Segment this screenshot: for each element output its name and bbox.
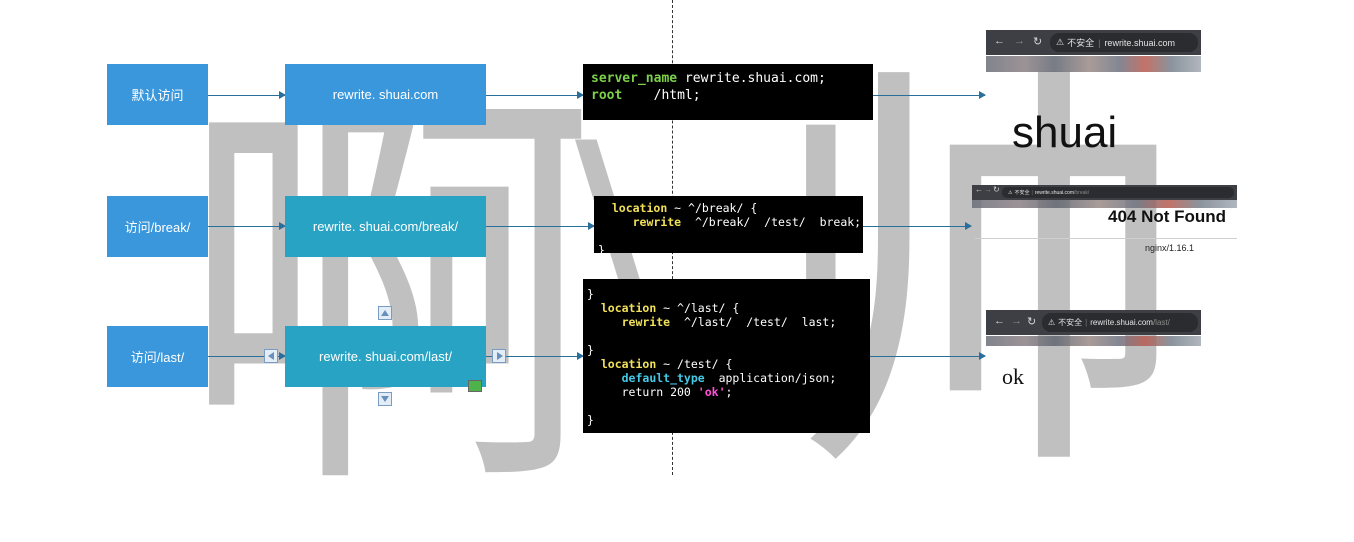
warning-icon: ⚠	[1008, 189, 1013, 196]
row3-bookmarks-blur	[986, 336, 1201, 346]
row2-result-rule	[975, 238, 1237, 239]
warning-icon: ⚠	[1056, 37, 1065, 47]
back-arrow-icon[interactable]: ←	[994, 315, 1005, 327]
row3-result-text: ok	[1002, 364, 1024, 389]
row1-code-val1: rewrite.shuai.com;	[677, 71, 826, 86]
reload-icon[interactable]: ↻	[993, 185, 1000, 194]
url-separator: |	[1098, 37, 1101, 48]
warning-icon: ⚠	[1048, 318, 1056, 327]
row1-arrow-1	[208, 91, 286, 99]
row3-code-close2: }	[587, 413, 594, 427]
forward-arrow-icon[interactable]: →	[1014, 35, 1025, 47]
row3-code-semicolon: ;	[725, 385, 733, 399]
row2-arrow-2	[486, 222, 595, 230]
row1-code-val2: /html;	[622, 88, 701, 103]
row3-code-val3: ~ /test/ {	[656, 357, 733, 371]
row3-code-return: return 200	[621, 385, 698, 399]
row3-label: 访问/last/	[130, 350, 185, 365]
row3-code-kw4: default_type	[621, 371, 705, 385]
row2-label-box[interactable]: 访问/break/	[107, 196, 208, 257]
style-handle[interactable]	[468, 380, 482, 392]
row1-label: 默认访问	[131, 88, 184, 103]
reload-icon[interactable]: ↻	[1033, 36, 1043, 48]
row3-code-open: }	[587, 287, 594, 301]
row2-code-kw1: location	[611, 201, 668, 215]
row1-result-text: shuai	[1012, 108, 1118, 157]
row2-insecure-label: 不安全	[1014, 190, 1030, 196]
row2-result-title: 404 Not Found	[1108, 207, 1227, 226]
row1-domain: rewrite. shuai.com	[332, 87, 439, 102]
row2-label: 访问/break/	[124, 220, 191, 235]
row1-code-kw2: root	[591, 88, 623, 103]
watermark-char-left: 啊	[178, 53, 598, 542]
row1-url-text: rewrite.shuai.com	[1104, 37, 1175, 48]
row1-arrow-3	[873, 91, 986, 99]
row2-code-block: location ~ ^/break/ { rewrite ^/break/ /…	[594, 196, 863, 257]
row3-url-path: /last/	[1152, 318, 1170, 327]
row2-code-close: }	[598, 243, 605, 257]
row2-url-path: /break/	[1074, 189, 1090, 196]
row3-url-bar[interactable]: ⚠ 不安全 | rewrite.shuai.com/last/	[1042, 313, 1198, 332]
resize-handle-left[interactable]	[264, 349, 278, 363]
back-arrow-icon[interactable]: ←	[994, 35, 1005, 47]
row2-bookmarks-blur	[972, 200, 1237, 208]
row3-code-kw2: rewrite	[621, 315, 671, 329]
row1-code-kw1: server_name	[591, 71, 678, 86]
row2-arrow-1	[208, 222, 286, 230]
row2-url-bar[interactable]: ⚠ 不安全 | rewrite.shuai.com/break/	[1002, 187, 1234, 198]
row3-code-close1: }	[587, 343, 594, 357]
row3-label-box[interactable]: 访问/last/	[107, 326, 208, 387]
row2-domain: rewrite. shuai.com/break/	[312, 219, 459, 234]
row3-code-block: } location ~ ^/last/ { rewrite ^/last/ /…	[583, 279, 870, 433]
back-arrow-icon[interactable]: ←	[975, 185, 983, 194]
forward-arrow-icon[interactable]: →	[1011, 315, 1022, 327]
row1-code-block: server_name rewrite.shuai.com; root /htm…	[583, 64, 873, 120]
row1-insecure-label: 不安全	[1067, 38, 1095, 48]
row3-arrow-2	[486, 352, 584, 360]
row1-domain-box[interactable]: rewrite. shuai.com	[285, 64, 486, 125]
row2-result-footer: nginx/1.16.1	[1145, 243, 1195, 253]
row2-url-text: rewrite.shuai.com	[1034, 189, 1074, 196]
row3-browser-bar: ← → ↻ ⚠ 不安全 | rewrite.shuai.com/last/	[986, 310, 1201, 335]
row3-code-kw1: location	[600, 301, 657, 315]
row3-insecure-label: 不安全	[1058, 318, 1083, 327]
row2-browser-bar: ← → ↻ ⚠ 不安全 | rewrite.shuai.com/break/	[972, 185, 1237, 200]
forward-arrow-icon[interactable]: →	[984, 185, 992, 194]
row3-code-string: 'ok'	[697, 385, 726, 399]
row3-url-text: rewrite.shuai.com	[1090, 318, 1153, 327]
resize-handle-bottom[interactable]	[378, 392, 392, 406]
url-separator: |	[1031, 189, 1033, 196]
row2-domain-box[interactable]: rewrite. shuai.com/break/	[285, 196, 486, 257]
row1-browser-bar: ← → ↻ ⚠ 不安全 | rewrite.shuai.com	[986, 30, 1201, 55]
row2-code-val2: ^/break/ /test/ break;	[681, 215, 862, 229]
row3-code-kw3: location	[600, 357, 657, 371]
row3-arrow-1	[208, 352, 286, 360]
row2-arrow-3	[863, 222, 972, 230]
url-separator: |	[1085, 318, 1088, 327]
row3-arrow-3	[870, 352, 986, 360]
row3-domain: rewrite. shuai.com/last/	[319, 349, 452, 364]
resize-handle-top[interactable]	[378, 306, 392, 320]
row2-code-val1: ~ ^/break/ {	[667, 201, 758, 215]
reload-icon[interactable]: ↻	[1027, 316, 1037, 328]
row1-label-box[interactable]: 默认访问	[107, 64, 208, 125]
row1-bookmarks-blur	[986, 56, 1201, 72]
row3-code-val1: ~ ^/last/ {	[656, 301, 740, 315]
resize-handle-right[interactable]	[492, 349, 506, 363]
row3-code-val2: ^/last/ /test/ last;	[670, 315, 837, 329]
row1-url-bar[interactable]: ⚠ 不安全 | rewrite.shuai.com	[1050, 33, 1198, 52]
row2-code-kw2: rewrite	[632, 215, 682, 229]
row3-domain-box[interactable]: rewrite. shuai.com/last/	[285, 326, 486, 387]
row3-code-val4: application/json;	[704, 371, 837, 385]
row1-arrow-2	[486, 91, 584, 99]
